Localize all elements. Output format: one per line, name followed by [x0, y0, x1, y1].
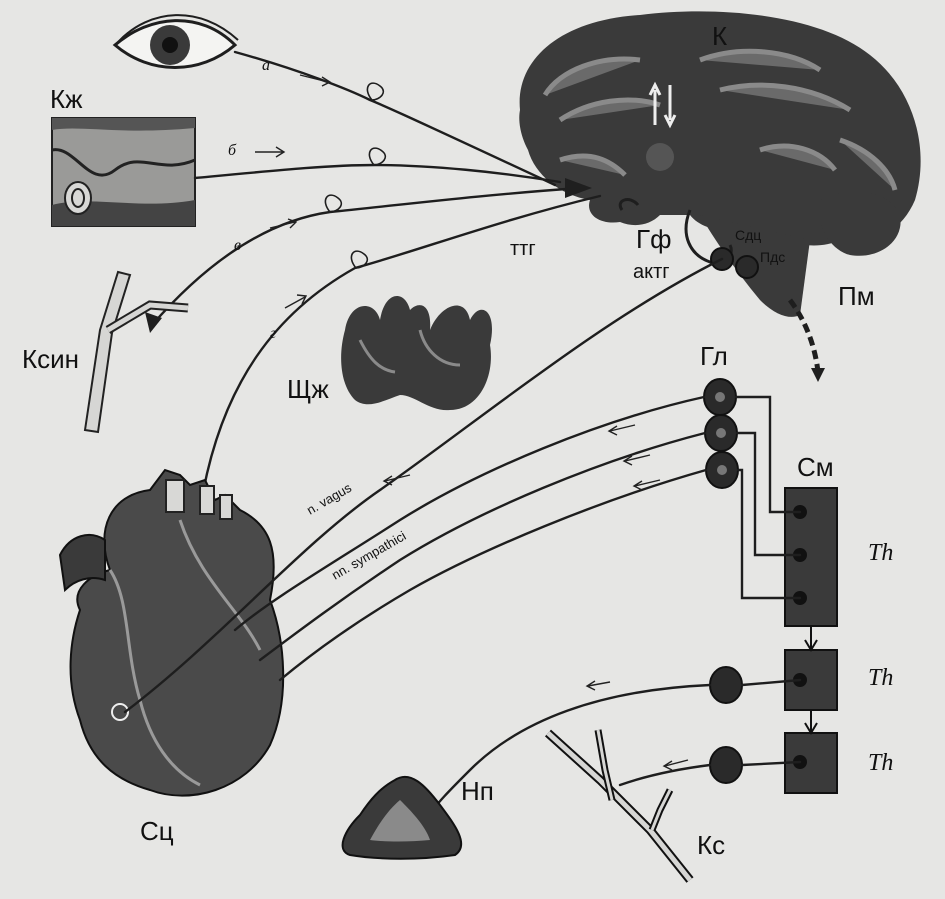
th-label-2: Th	[868, 665, 893, 691]
th-label-1: Th	[868, 540, 893, 566]
lower-efferents	[428, 666, 802, 817]
path-b-label: б	[228, 142, 237, 159]
spinal-cord	[784, 487, 838, 794]
ganglia-label: Гл	[700, 341, 728, 371]
efferent-nerves	[123, 257, 724, 714]
sympathetic-nerve-3	[278, 468, 708, 682]
thyroid-label: Щж	[287, 374, 329, 404]
heart-label: Сц	[140, 816, 174, 846]
afferent-pathways	[145, 50, 602, 512]
eye	[112, 14, 239, 69]
path-a-line	[233, 50, 557, 187]
path-b-line	[193, 163, 562, 184]
skin-label: Кж	[50, 84, 83, 114]
adrenal-label: Нп	[461, 776, 494, 806]
path-g-line	[198, 194, 602, 512]
path-g-label: г	[270, 325, 276, 342]
skin-sample	[51, 117, 196, 227]
vagus-nerve	[123, 257, 724, 714]
actg-label: актг	[633, 261, 670, 283]
adrenal-gland	[341, 775, 463, 860]
sympathetic-nerve-1	[233, 395, 706, 632]
spinal-segment-1	[784, 487, 838, 627]
preganglionic-fibers	[734, 395, 802, 600]
vessel-sinus-label: Ксин	[22, 344, 79, 374]
carotid-sinus-vessel	[83, 270, 189, 434]
sympathici-label: nn. sympathici	[329, 528, 409, 583]
path-a-label: а	[262, 57, 270, 74]
ttg-label: ттг	[510, 238, 536, 260]
blood-vessel	[544, 729, 694, 883]
spinal-cord-label: См	[797, 452, 834, 482]
sympathetic-nerve-2	[258, 431, 707, 662]
thyroid-gland	[341, 296, 492, 411]
hypothalamus-label: Гф	[636, 224, 671, 254]
brain	[519, 11, 921, 382]
cortex-label: К	[712, 21, 727, 51]
pdc-label: Пдс	[760, 249, 785, 265]
th-label-3: Th	[868, 750, 893, 776]
medulla-label: Пм	[838, 281, 875, 311]
vessel-label: Кс	[697, 830, 725, 860]
heart	[58, 468, 285, 797]
vagus-label: n. vagus	[304, 480, 354, 518]
path-v-label: в	[234, 237, 241, 254]
sdc-label: Сдц	[735, 227, 761, 243]
ganglia-chain	[703, 378, 739, 489]
